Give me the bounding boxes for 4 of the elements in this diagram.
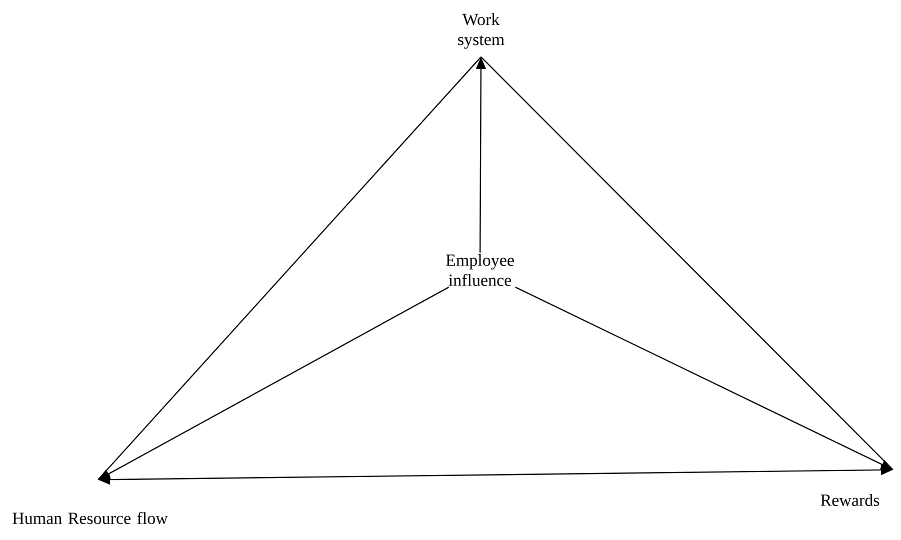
node-label: Human Resource flow	[12, 512, 168, 524]
node-label: Employee influence	[446, 254, 514, 286]
node-label: Work system	[458, 13, 504, 49]
node-label: Rewards	[820, 494, 880, 506]
